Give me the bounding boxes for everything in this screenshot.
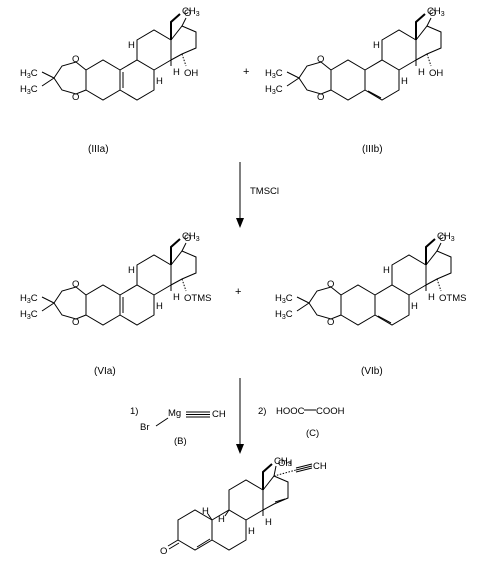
reagent-grignard: 1) Br Mg CH (B) (130, 406, 226, 447)
plus-sign: + (243, 66, 249, 78)
svg-text:Mg: Mg (168, 408, 181, 419)
svg-text:H: H (218, 514, 225, 525)
svg-text:H: H (411, 301, 418, 312)
ethyl-IIIa: CH3 (182, 6, 200, 18)
svg-text:H: H (128, 40, 135, 51)
svg-text:H: H (401, 76, 408, 87)
svg-text:H: H (373, 40, 380, 51)
methyl-b: H3C (275, 309, 293, 321)
svg-text:O: O (327, 279, 334, 290)
svg-text:O: O (317, 92, 324, 103)
ethyl-VIa: CH3 (182, 231, 200, 243)
svg-text:H: H (428, 292, 435, 303)
substituent-IIIa: OH (184, 68, 198, 79)
plus-sign-2: + (235, 286, 241, 298)
svg-text:H: H (156, 76, 163, 87)
label-IIIb: (IIIb) (362, 144, 383, 155)
substituent-VIa: OTMS (184, 293, 211, 304)
ethyl-IIIb: CH3 (427, 6, 445, 18)
reagent-tmscl: TMSCl (250, 186, 279, 197)
svg-text:O: O (184, 233, 191, 244)
methyl-b: H3C (20, 84, 38, 96)
svg-text:H: H (418, 67, 425, 78)
svg-text:CH: CH (212, 409, 226, 420)
svg-text:H: H (173, 67, 180, 78)
substituent-IIIb: OH (429, 68, 443, 79)
svg-text:O: O (72, 54, 79, 65)
svg-text:COOH: COOH (316, 406, 345, 417)
methyl-b: H3C (20, 309, 38, 321)
svg-text:H: H (156, 301, 163, 312)
label-IIIa: (IIIa) (88, 144, 109, 155)
svg-text:O: O (184, 8, 191, 19)
svg-text:HOOC: HOOC (276, 406, 305, 417)
svg-text:2): 2) (258, 406, 266, 417)
svg-text:1): 1) (130, 406, 138, 417)
substituent-VIb: OTMS (439, 293, 466, 304)
compound-VIa: O O O OTMS H H H H3C H3C CH3 (20, 231, 211, 328)
methyl-b: H3C (265, 84, 283, 96)
reagent-oxalic-acid: 2) HOOC COOH (C) (258, 406, 345, 439)
svg-text:H: H (383, 265, 390, 276)
label-VIb: (VIb) (361, 366, 383, 377)
svg-text:H: H (265, 517, 272, 528)
hydroxyl-product: OH (278, 458, 292, 469)
svg-text:O: O (317, 54, 324, 65)
svg-text:Br: Br (140, 422, 150, 433)
methyl-a: H3C (275, 293, 293, 305)
svg-text:(B): (B) (174, 436, 187, 447)
svg-text:H: H (128, 265, 135, 276)
svg-text:CH: CH (313, 461, 327, 472)
svg-text:H: H (202, 506, 209, 517)
svg-text:O: O (72, 279, 79, 290)
compound-IIIb: O O O OH H H H H3C H3C CH3 (265, 6, 445, 103)
label-VIa: (VIa) (94, 366, 116, 377)
methyl-a: H3C (265, 68, 283, 80)
reaction-arrow-2 (236, 378, 244, 454)
methyl-a: H3C (20, 293, 38, 305)
svg-text:O: O (72, 92, 79, 103)
svg-text:O: O (439, 233, 446, 244)
svg-text:O: O (429, 8, 436, 19)
compound-product: O CH3 OH CH H H H H (160, 456, 327, 557)
svg-text:H: H (248, 526, 255, 537)
ethyl-product: CH3 (274, 456, 292, 468)
svg-text:O: O (160, 546, 167, 557)
reaction-arrow-1 (236, 162, 244, 228)
compound-VIb: O O O OTMS H H H H3C H3C CH3 (275, 231, 466, 328)
svg-text:H: H (173, 292, 180, 303)
ethyl-VIb: CH3 (437, 231, 455, 243)
methyl-a: H3C (20, 68, 38, 80)
svg-text:(C): (C) (306, 428, 319, 439)
compound-IIIa: O O O OH H H H H3C H3C CH3 (20, 6, 200, 103)
svg-text:O: O (72, 317, 79, 328)
svg-text:O: O (327, 317, 334, 328)
